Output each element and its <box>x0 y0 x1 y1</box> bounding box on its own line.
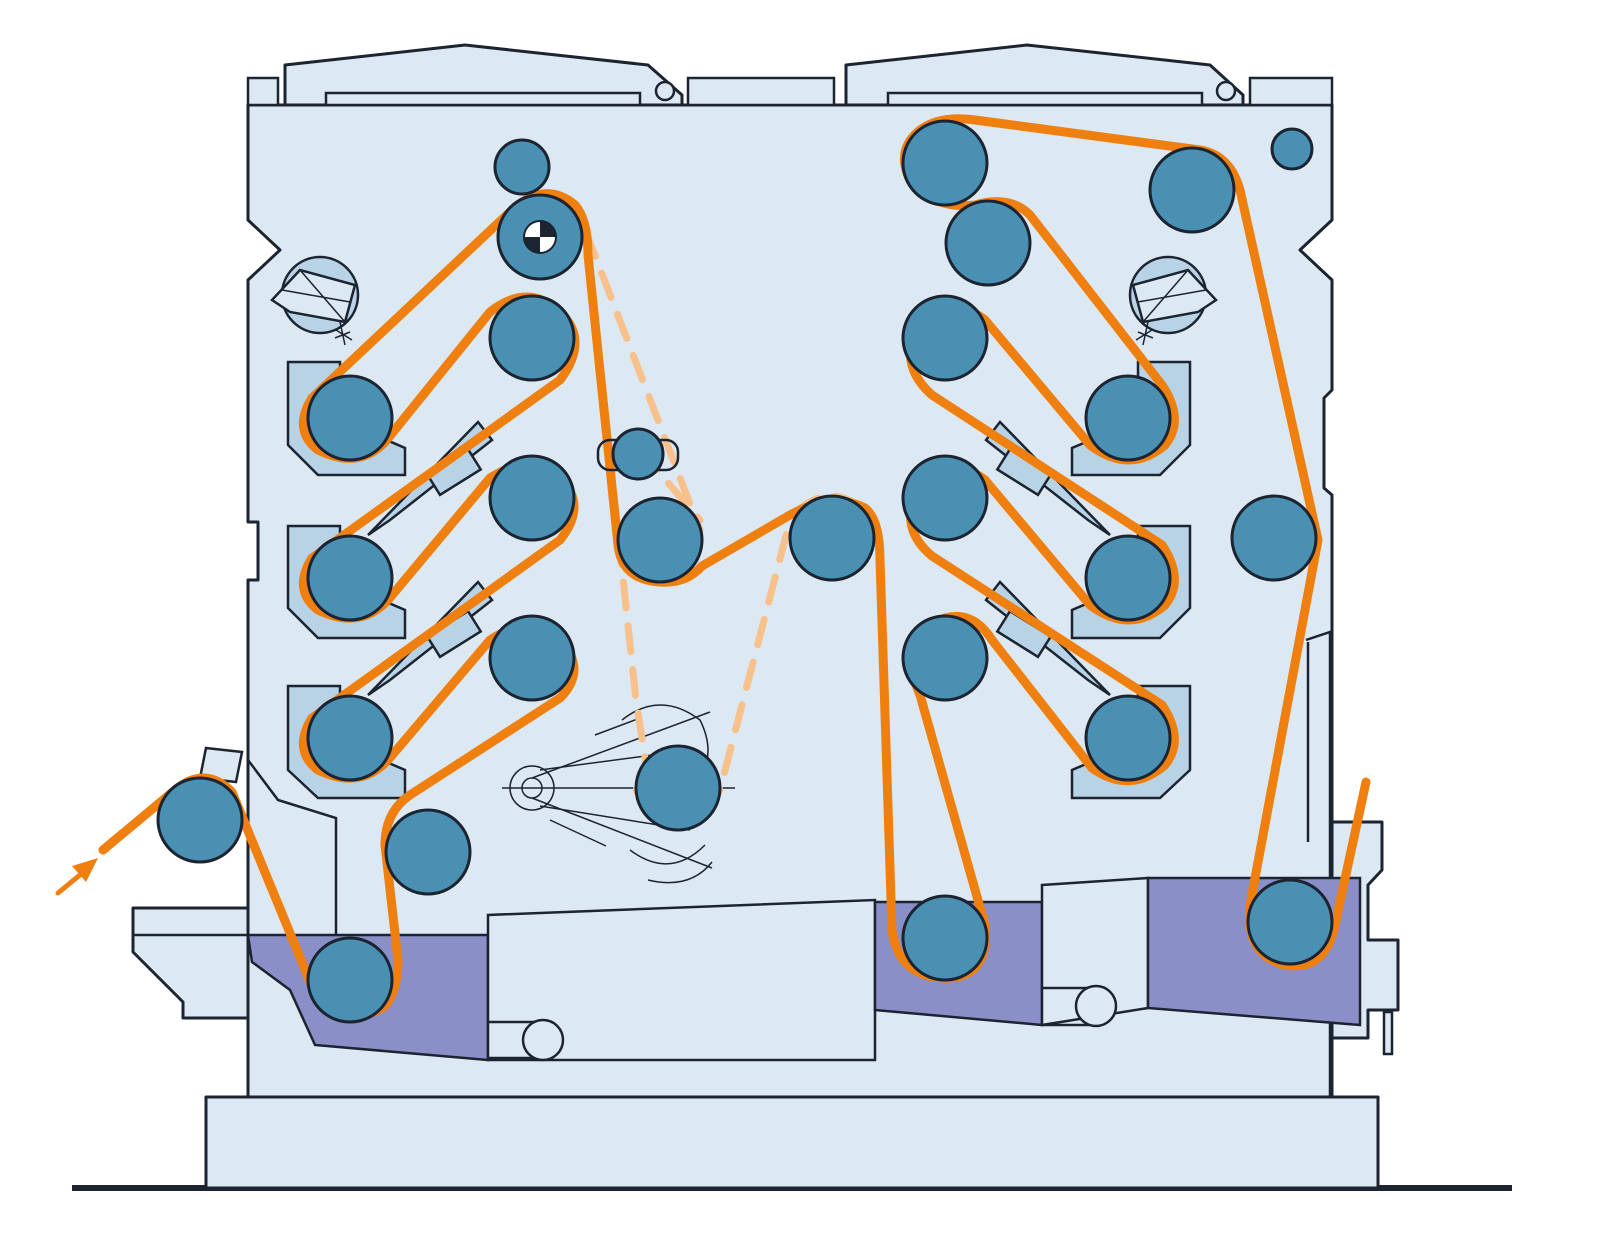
drain-roller-right <box>1074 984 1118 1028</box>
top-cover-right-small <box>1248 76 1334 107</box>
rollers <box>156 119 1334 1024</box>
top-cover-right <box>844 43 1245 107</box>
machine-base <box>204 1095 1380 1190</box>
infeed-table <box>131 906 252 1020</box>
guide-roller-left-lower <box>384 808 472 896</box>
upper-roller-right-1 <box>901 294 989 382</box>
center-roller-right <box>788 494 876 582</box>
top-cover-left-small <box>246 76 280 107</box>
top-cover-left-slot <box>324 91 642 107</box>
idle-roller-right <box>1230 494 1318 582</box>
guide-roller-right-upper <box>944 199 1032 287</box>
top-cover-right-slot <box>886 91 1204 107</box>
outfeed-bracket <box>1382 1010 1394 1056</box>
upper-roller-right-3 <box>901 614 989 702</box>
infeed-guide-block <box>198 746 244 784</box>
quartered-circle-icon <box>523 220 557 254</box>
left-inner-wall <box>247 759 338 935</box>
center-roller-left <box>616 496 704 584</box>
pocket-roller-right-1 <box>1084 374 1172 462</box>
small-roller-center <box>611 427 665 481</box>
top-cover-middle <box>686 76 836 107</box>
top-roller-right <box>901 119 989 207</box>
trough-roller-right <box>1246 878 1334 966</box>
pocket-roller-left-3 <box>306 694 394 782</box>
dancer-roller <box>634 744 722 832</box>
infeed-roller <box>156 776 244 864</box>
nip-roller-top <box>493 138 551 196</box>
web-path <box>98 114 1371 1022</box>
pocket-roller-left-2 <box>306 534 394 622</box>
arrow-right-up-icon <box>55 858 98 896</box>
small-roller-corner <box>1270 127 1314 171</box>
pocket-roller-right-2 <box>1084 534 1172 622</box>
hinge-left <box>654 80 676 102</box>
pocket-roller-left-1 <box>306 374 394 462</box>
upper-roller-right-2 <box>901 454 989 542</box>
top-cover-left <box>283 43 684 107</box>
trough-roller-left <box>306 936 394 1024</box>
hinge-right <box>1215 80 1237 102</box>
upper-roller-left-3 <box>488 614 576 702</box>
top-roller-far-right <box>1148 146 1236 234</box>
trough-roller-middle <box>901 894 989 982</box>
nozzle-icon <box>1128 255 1218 346</box>
upper-roller-left-1 <box>488 294 576 382</box>
nozzle-icon <box>270 255 360 346</box>
pocket-roller-right-3 <box>1084 694 1172 782</box>
upper-roller-left-2 <box>488 454 576 542</box>
drain-roller-left <box>521 1018 565 1062</box>
